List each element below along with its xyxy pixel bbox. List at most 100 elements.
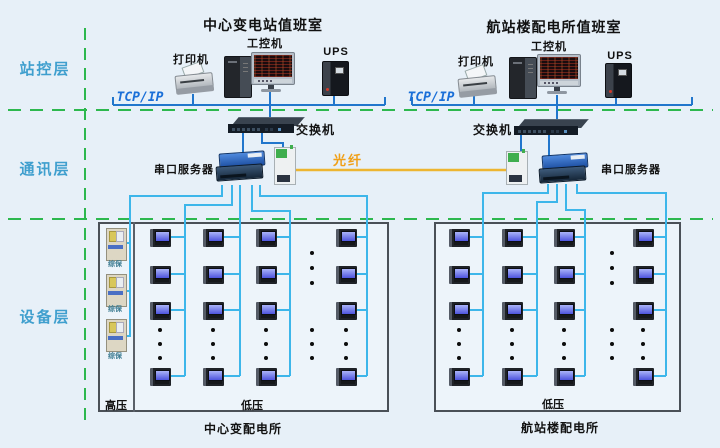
power-meter — [150, 266, 171, 284]
left-tcpip-label: TCP/IP — [116, 90, 164, 105]
ellipsis-dot — [610, 266, 614, 270]
power-meter — [633, 368, 654, 386]
left-switch-label: 交换机 — [296, 123, 336, 137]
right-ipc-tower — [509, 57, 537, 99]
left-ipc-monitor — [251, 52, 295, 85]
layer-label-station: 站控层 — [19, 61, 71, 78]
right-serial-server-label: 串口服务器 — [601, 164, 661, 176]
ellipsis-dot — [158, 342, 162, 346]
ellipsis-dot — [610, 328, 614, 332]
right-fiber-converter — [506, 149, 528, 185]
protection-relay — [106, 274, 127, 307]
ellipsis-dot — [641, 328, 645, 332]
left-ipc-tower — [224, 56, 252, 98]
power-meter — [449, 302, 470, 320]
power-meter — [150, 229, 171, 247]
ellipsis-dot — [344, 328, 348, 332]
left-ups-label: UPS — [323, 46, 349, 58]
ellipsis-dot — [344, 342, 348, 346]
right-printer-label: 打印机 — [458, 56, 494, 68]
power-meter — [336, 368, 357, 386]
right-ups — [605, 63, 632, 98]
protection-relay — [106, 228, 127, 261]
ellipsis-dot — [310, 356, 314, 360]
right-panel-caption: 航站楼配电所 — [520, 421, 599, 435]
right-tcpip-label: TCP/IP — [407, 90, 455, 105]
left-printer — [174, 60, 215, 96]
left-ipc-label: 工控机 — [247, 38, 283, 50]
ellipsis-dot — [562, 328, 566, 332]
ellipsis-dot — [264, 356, 268, 360]
ellipsis-dot — [310, 342, 314, 346]
ellipsis-dot — [610, 251, 614, 255]
power-meter — [150, 368, 171, 386]
ellipsis-dot — [562, 356, 566, 360]
power-meter — [502, 266, 523, 284]
ellipsis-dot — [158, 328, 162, 332]
hv-label: 高压 — [105, 400, 127, 412]
power-meter — [336, 302, 357, 320]
ellipsis-dot — [610, 342, 614, 346]
ellipsis-dot — [510, 328, 514, 332]
power-meter — [256, 302, 277, 320]
ellipsis-dot — [562, 342, 566, 346]
right-switch-label: 交换机 — [473, 123, 513, 137]
protection-label: 综保 — [108, 353, 122, 360]
power-meter — [336, 229, 357, 247]
power-meter — [633, 266, 654, 284]
power-meter — [554, 266, 575, 284]
ellipsis-dot — [510, 342, 514, 346]
power-meter — [554, 368, 575, 386]
protection-relay — [106, 319, 127, 352]
ellipsis-dot — [457, 356, 461, 360]
left-serial-server — [215, 149, 266, 185]
left-panel-divider — [133, 222, 135, 412]
ellipsis-dot — [641, 342, 645, 346]
ellipsis-dot — [264, 328, 268, 332]
power-meter — [150, 302, 171, 320]
left-room-title: 中心变电站值班室 — [203, 17, 323, 33]
ellipsis-dot — [264, 342, 268, 346]
power-meter — [554, 229, 575, 247]
power-meter — [256, 368, 277, 386]
power-meter — [256, 266, 277, 284]
power-meter — [502, 302, 523, 320]
lv-label-left: 低压 — [241, 400, 263, 412]
ellipsis-dot — [310, 251, 314, 255]
power-meter — [203, 302, 224, 320]
ellipsis-dot — [211, 356, 215, 360]
right-switch — [514, 119, 589, 136]
layer-label-comm: 通讯层 — [19, 161, 71, 178]
ellipsis-dot — [457, 328, 461, 332]
ellipsis-dot — [310, 266, 314, 270]
power-meter — [449, 229, 470, 247]
ellipsis-dot — [610, 281, 614, 285]
layer-label-device: 设备层 — [19, 309, 71, 326]
power-meter — [336, 266, 357, 284]
left-printer-label: 打印机 — [173, 54, 209, 66]
power-meter — [633, 229, 654, 247]
right-ipc-monitor — [537, 54, 581, 87]
ellipsis-dot — [310, 328, 314, 332]
ellipsis-dot — [310, 281, 314, 285]
fiber-label: 光纤 — [332, 153, 363, 168]
power-meter — [203, 368, 224, 386]
protection-label: 综保 — [108, 261, 122, 268]
left-serial-server-label: 串口服务器 — [154, 164, 214, 176]
left-fiber-converter — [274, 145, 296, 185]
ellipsis-dot — [211, 342, 215, 346]
right-serial-server — [538, 151, 589, 187]
ellipsis-dot — [641, 356, 645, 360]
power-meter — [633, 302, 654, 320]
left-panel-caption: 中心变配电所 — [203, 422, 282, 436]
right-ups-label: UPS — [607, 50, 633, 62]
power-meter — [554, 302, 575, 320]
power-meter — [449, 368, 470, 386]
ellipsis-dot — [510, 356, 514, 360]
ellipsis-dot — [457, 342, 461, 346]
protection-label: 综保 — [108, 306, 122, 313]
ellipsis-dot — [158, 356, 162, 360]
power-meter — [502, 229, 523, 247]
